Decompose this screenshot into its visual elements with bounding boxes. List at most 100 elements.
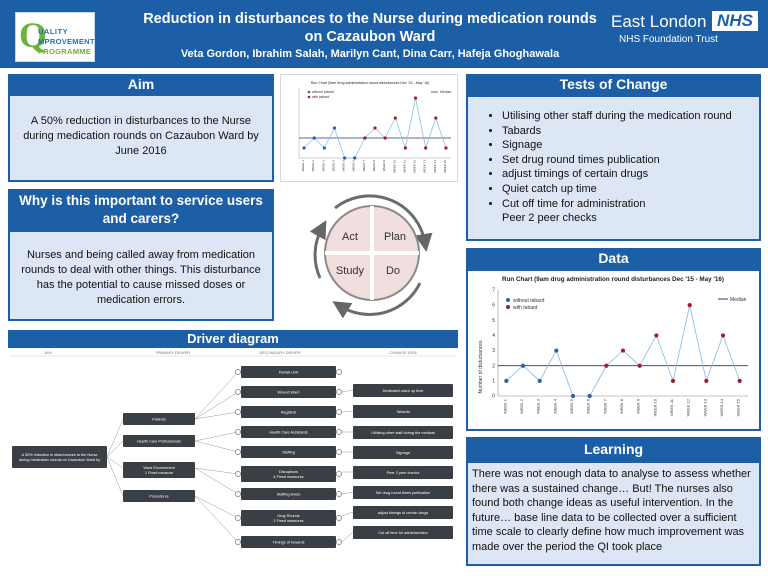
driver-aim-box-label: A 50% reduction in disturbances to the N… bbox=[22, 453, 98, 457]
tests-item: Utilising other staff during the medicat… bbox=[502, 109, 751, 124]
driver-secondary-box-label: Drug Rounds bbox=[277, 514, 299, 518]
tests-item: Set drug round times publication bbox=[502, 153, 751, 168]
qip-logo: Q UALITY MPROVEMENT PROGRAMME bbox=[15, 12, 95, 62]
driver-primary-box-label: Procedures bbox=[149, 495, 169, 499]
driver-connector bbox=[194, 467, 239, 495]
x-tick-label: WEEK 4 bbox=[552, 398, 557, 414]
x-tick-label: WEEK 9 bbox=[382, 160, 386, 172]
pdsa-do: Do bbox=[386, 265, 400, 277]
data-point bbox=[637, 363, 642, 368]
data-point bbox=[654, 333, 659, 338]
driver-change-box-label: Signage bbox=[396, 451, 410, 455]
data-point bbox=[383, 136, 387, 140]
driver-secondary-box-label: Staffing bbox=[282, 451, 295, 455]
data-point bbox=[373, 126, 377, 130]
x-tick-label: WEEK 2 bbox=[311, 160, 315, 172]
driver-column-header: CHANGE IDEA bbox=[389, 350, 417, 355]
driver-secondary-box-label: Staffing levels bbox=[277, 493, 301, 497]
driver-connector bbox=[106, 456, 124, 469]
driver-connector bbox=[341, 389, 354, 393]
tests-item: adjust timings of certain drugs bbox=[502, 167, 751, 182]
x-tick-label: WEEK 11 bbox=[669, 398, 674, 416]
driver-aim-box bbox=[12, 446, 107, 468]
driver-node bbox=[336, 539, 342, 545]
x-tick-label: WEEK 6 bbox=[586, 398, 591, 414]
driver-node bbox=[336, 429, 342, 435]
driver-node bbox=[336, 449, 342, 455]
driver-connector bbox=[194, 495, 239, 543]
driver-secondary-box bbox=[241, 446, 336, 458]
x-tick-label: WEEK 14 bbox=[433, 160, 437, 173]
driver-connector bbox=[106, 456, 124, 497]
x-tick-label: WEEK 3 bbox=[321, 160, 325, 172]
legend-without-tabard: without tabard bbox=[513, 298, 545, 304]
data-point bbox=[353, 156, 357, 160]
x-tick-label: WEEK 1 bbox=[301, 160, 305, 172]
run-chart-title: Run Chart (9am drug administration round… bbox=[502, 276, 724, 283]
cycle-arrow-left bbox=[309, 220, 327, 279]
driver-change-box bbox=[353, 446, 453, 459]
legend-median: Median bbox=[730, 297, 747, 303]
data-point bbox=[604, 363, 609, 368]
data-point bbox=[687, 303, 692, 308]
data-point bbox=[413, 96, 418, 100]
x-tick-label: WEEK 15 bbox=[736, 398, 741, 416]
driver-node bbox=[336, 389, 342, 395]
data-point bbox=[403, 146, 407, 150]
y-tick-label: 3 bbox=[492, 348, 495, 354]
x-tick-label: WEEK 13 bbox=[702, 398, 707, 416]
data-point bbox=[620, 348, 626, 353]
driver-column-header: AIM bbox=[44, 350, 51, 355]
driver-change-box-label: Set drug round times publication bbox=[376, 491, 430, 495]
driver-primary-box bbox=[123, 462, 195, 478]
driver-connector bbox=[106, 418, 124, 458]
driver-change-box bbox=[353, 526, 453, 539]
driver-change-box-label: Dedicated catch up time bbox=[383, 389, 424, 393]
logo-line-3: PROGRAMME bbox=[38, 47, 92, 56]
x-tick-label: WEEK 12 bbox=[686, 398, 691, 416]
tests-panel: Utilising other staff during the medicat… bbox=[466, 95, 761, 241]
mini-run-chart: Run Chart (9am drug administration round… bbox=[280, 74, 458, 182]
tests-item: Signage bbox=[502, 138, 751, 153]
run-chart-svg: Run Chart (9am drug administration round… bbox=[478, 276, 748, 416]
driver-secondary-box-label: 4 Fixed measures bbox=[273, 475, 303, 479]
driver-node bbox=[235, 429, 241, 435]
nhs-logo: NHS bbox=[712, 11, 758, 31]
aim-heading: Aim bbox=[8, 74, 274, 94]
driver-change-box bbox=[353, 426, 453, 439]
data-point bbox=[570, 393, 576, 399]
org-name: East London bbox=[611, 12, 707, 31]
driver-change-box bbox=[353, 466, 453, 479]
driver-secondary-box bbox=[241, 488, 336, 500]
tests-item: Quiet catch up time bbox=[502, 182, 751, 197]
data-point bbox=[332, 126, 337, 130]
mini-legend-without: without tabard bbox=[312, 90, 334, 94]
x-tick-label: WEEK 3 bbox=[536, 398, 541, 414]
pdsa-svg: Act Plan Study Do bbox=[309, 194, 433, 319]
data-point bbox=[434, 116, 438, 120]
x-tick-label: WEEK 4 bbox=[331, 160, 335, 172]
why-heading: Why is this important to service users a… bbox=[8, 189, 274, 230]
mini-legend-median: Median bbox=[440, 90, 452, 94]
tests-heading: Tests of Change bbox=[466, 74, 761, 95]
x-tick-label: WEEK 7 bbox=[362, 160, 366, 172]
data-point bbox=[587, 393, 592, 399]
logo-q-glyph: Q bbox=[19, 15, 48, 55]
driver-connector bbox=[194, 391, 239, 420]
logo-line-1: UALITY bbox=[38, 27, 69, 36]
mini-legend-with: with tabard bbox=[312, 95, 329, 99]
legend-dot-with-tabard bbox=[506, 305, 510, 309]
driver-primary-box-label: Ward Environment bbox=[143, 466, 175, 470]
x-tick-label: WEEK 10 bbox=[652, 398, 657, 416]
driver-secondary-box-label: Disruptions bbox=[279, 470, 298, 474]
data-point bbox=[322, 146, 326, 150]
data-point bbox=[343, 156, 347, 160]
x-tick-label: WEEK 5 bbox=[569, 398, 574, 414]
x-tick-label: WEEK 10 bbox=[392, 160, 396, 173]
driver-secondary-box bbox=[241, 536, 336, 548]
driver-secondary-box bbox=[241, 406, 336, 418]
driver-connector bbox=[194, 440, 239, 453]
data-point bbox=[302, 146, 306, 150]
x-tick-label: WEEK 9 bbox=[636, 398, 641, 414]
